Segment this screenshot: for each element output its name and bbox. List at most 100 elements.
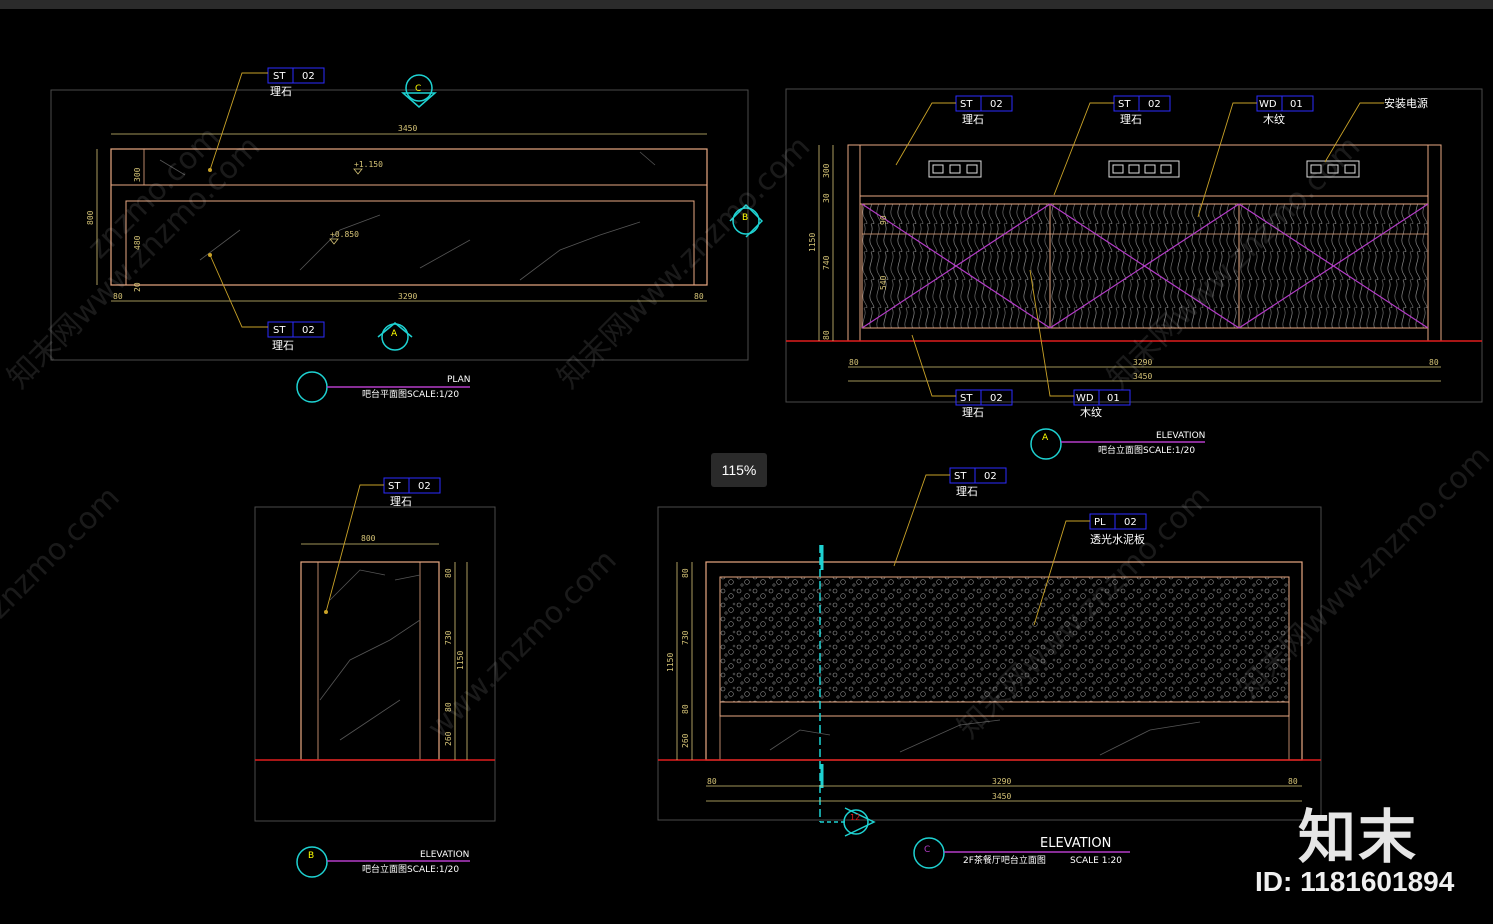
elev-c-tag1-label: 理石 [956, 485, 978, 498]
elev-c-title-cn: 2F茶餐厅吧台立面图 [963, 854, 1046, 866]
view-marker-c[interactable]: C [401, 74, 437, 108]
view-marker-a[interactable]: A [377, 322, 413, 351]
title-bubble [913, 837, 945, 869]
plan-tag-bottom-label: 理石 [272, 339, 294, 352]
elev-c-scale: SCALE 1:20 [1070, 856, 1122, 866]
leader-dot [324, 610, 328, 614]
plan-tag-top-num: 02 [302, 71, 315, 82]
elev-a-tag2-code: ST [1118, 99, 1131, 110]
plan-dim-80-right: 80 [694, 292, 704, 301]
elev-b-frame [254, 506, 496, 822]
elev-a-dim-80: 80 [822, 330, 831, 340]
elev-a-dim-1150: 1150 [808, 233, 817, 252]
title-bubble [1030, 428, 1062, 460]
elev-a-tag5-code: WD [1076, 393, 1094, 404]
end-panel-left [847, 144, 861, 342]
elev-c-tag1-num: 02 [984, 471, 997, 482]
material-tag-box [267, 67, 325, 84]
elev-a-frame [785, 88, 1483, 403]
material-tag-box [955, 389, 1013, 406]
plan-level-1150: +1.150 [354, 160, 383, 169]
power-outlet [928, 160, 982, 178]
marble-vein [159, 151, 656, 281]
section-marker-label: 12 [850, 813, 860, 822]
elev-b-outline [300, 561, 440, 761]
elev-b-title-en: ELEVATION [420, 850, 469, 860]
elev-c-dim-80-right: 80 [1288, 777, 1298, 786]
marble-vein [769, 719, 1201, 756]
elev-a-tag2-num: 02 [1148, 99, 1161, 110]
plan-worktop [125, 200, 695, 286]
plan-view: 3450 3290 80 80 800 300 480 20 +1.150 +0… [50, 67, 764, 403]
watermark-text: 知末网www.znzmo.com [551, 129, 817, 395]
zoom-level-indicator: 115% [711, 453, 767, 487]
leader-line [1033, 520, 1090, 626]
elev-c-dim-730: 730 [681, 630, 690, 645]
leader-dot [208, 253, 212, 257]
elev-c-dim-80a: 80 [681, 568, 690, 578]
material-tag-box [267, 321, 325, 338]
watermark-text: 知末网www.znzmo.com [1231, 439, 1493, 705]
top-rail [859, 195, 1429, 205]
elev-c-tag1-code: ST [954, 471, 967, 482]
elev-b-dim-800: 800 [361, 534, 376, 543]
elev-a-dim-90: 90 [879, 215, 888, 225]
plan-tag-top-label: 理石 [270, 85, 292, 98]
elev-a-tag5-label: 木纹 [1080, 405, 1102, 419]
plan-tag-top-code: ST [273, 71, 286, 82]
elev-b-tag-code: ST [388, 481, 401, 492]
elev-c-title-en: ELEVATION [1040, 836, 1111, 851]
elev-b-title-cn: 吧台立面图SCALE:1/20 [362, 863, 459, 875]
plan-level-0850: +0.850 [330, 230, 359, 239]
elev-b-tag-label: 理石 [390, 495, 412, 508]
elev-a-dim-300: 300 [822, 163, 831, 178]
title-bubble [296, 371, 328, 403]
material-tag-box [1073, 389, 1131, 406]
leader-line [325, 484, 384, 613]
leader-line [1029, 269, 1074, 397]
elev-a-tag2-label: 理石 [1120, 113, 1142, 126]
elev-b-dim-730: 730 [444, 630, 453, 645]
leader-line [1053, 102, 1114, 196]
elev-a-tag4-code: ST [960, 393, 973, 404]
elev-a-tag4-num: 02 [990, 393, 1003, 404]
plan-marker-a-label: A [391, 329, 398, 339]
elev-a-marker: A [1042, 433, 1049, 443]
material-tag-box [1113, 95, 1171, 112]
elev-c-dim-1150: 1150 [666, 653, 675, 672]
elev-a-dim-740: 740 [822, 255, 831, 270]
plan-dim-80-left: 80 [113, 292, 123, 301]
end-panel-right [1427, 144, 1442, 342]
elev-a-tag1-label: 理石 [962, 113, 984, 126]
elev-c-dim-3450: 3450 [992, 792, 1011, 801]
level-marker [329, 238, 339, 245]
light-cement-panel [719, 576, 1290, 703]
elev-c-tag2-label: 透光水泥板 [1090, 532, 1145, 546]
elev-c-dim-80b: 80 [681, 704, 690, 714]
plan-marker-c-label: C [415, 84, 421, 94]
material-tag-box [1089, 513, 1147, 530]
panel-rail [719, 701, 1290, 717]
view-marker-b[interactable]: B [729, 203, 764, 238]
plan-dim-480: 480 [133, 235, 142, 250]
plan-title-cn: 吧台平面图SCALE:1/20 [362, 388, 459, 400]
plan-title-en: PLAN [447, 375, 471, 385]
leader-line [895, 102, 956, 166]
elev-a-dim-3290: 3290 [1133, 358, 1152, 367]
elevation-a-view: 300 30 1150 740 80 90 540 3290 3450 80 8… [785, 88, 1483, 460]
watermark-text: znzmo.com [0, 480, 127, 626]
elev-c-frame [657, 506, 1322, 821]
elevation-c-view: 12 80 730 80 260 1150 3290 3450 80 80 ST… [657, 467, 1322, 869]
plan-dim-300: 300 [133, 167, 142, 182]
elevation-b-view: 800 80 730 80 260 1150 ST 02 理石 B ELEVAT… [254, 477, 496, 878]
elev-b-dim-80a: 80 [444, 568, 453, 578]
elev-a-tag3-label: 木纹 [1263, 112, 1285, 126]
elev-a-dim-30: 30 [822, 193, 831, 203]
section-marker-12[interactable]: 12 [843, 807, 876, 837]
elev-c-dim-3290: 3290 [992, 777, 1011, 786]
material-tag-box [955, 95, 1013, 112]
elev-a-tag4-label: 理石 [962, 406, 984, 419]
elev-b-tag-num: 02 [418, 481, 431, 492]
plan-marker-b-label: B [742, 213, 748, 223]
